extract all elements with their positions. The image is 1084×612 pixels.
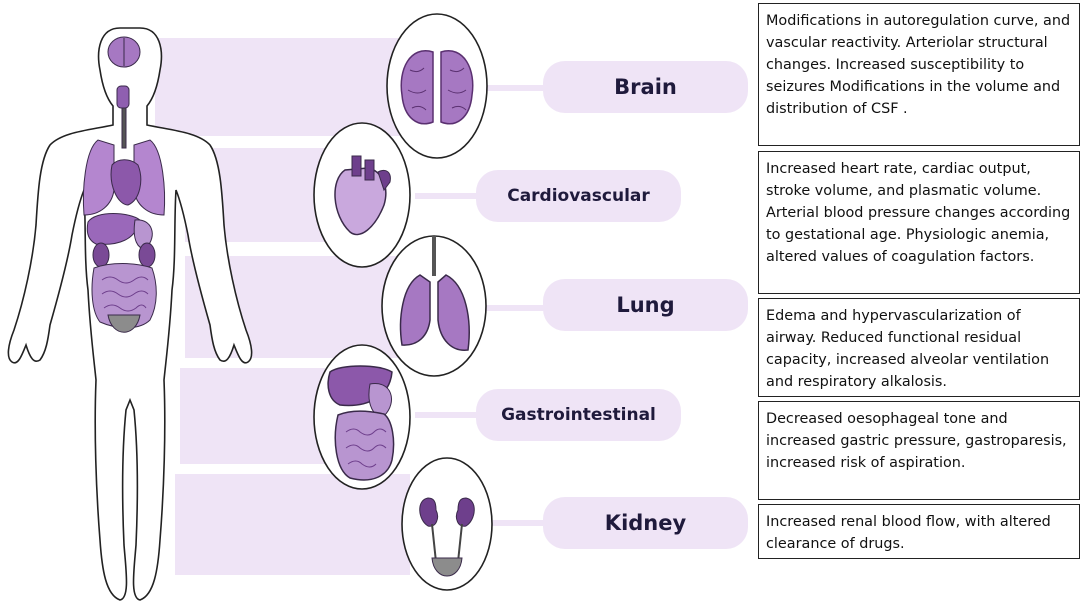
- lung-circle: [381, 235, 487, 377]
- pill-kidney: Kidney: [543, 497, 748, 549]
- desc-box-brain: Modifications in autoregulation curve, a…: [758, 3, 1080, 146]
- desc-gastrointestinal: Decreased oesophageal tone and increased…: [766, 411, 1067, 471]
- desc-box-gastrointestinal: Decreased oesophageal tone and increased…: [758, 401, 1080, 500]
- body-intestines-icon: [91, 263, 157, 329]
- body-right-kidney-icon: [138, 242, 156, 268]
- pill-gastrointestinal: Gastrointestinal: [476, 389, 681, 441]
- desc-cardiovascular: Increased heart rate, cardiac output, st…: [766, 161, 1071, 265]
- band-gastrointestinal: [180, 368, 325, 464]
- body-organs: [82, 36, 166, 333]
- pill-brain: Brain: [543, 61, 748, 113]
- lung-right-icon: [437, 274, 470, 351]
- body-heart-icon: [110, 159, 142, 206]
- gi-circle: [313, 344, 411, 490]
- body-left-kidney-icon: [92, 242, 110, 268]
- label-gastrointestinal: Gastrointestinal: [501, 405, 656, 425]
- band-kidney: [175, 474, 410, 575]
- desc-box-lung: Edema and hypervascularization of airway…: [758, 298, 1080, 397]
- band-brain: [155, 38, 400, 136]
- body-liver-icon: [86, 213, 141, 245]
- intestines-icon: [334, 410, 395, 481]
- label-cardiovascular: Cardiovascular: [507, 186, 650, 206]
- kidney-left-icon: [419, 497, 439, 527]
- brain-left-hemisphere-icon: [400, 50, 434, 125]
- body-left-lung-icon: [82, 139, 115, 216]
- desc-kidney: Increased renal blood flow, with altered…: [766, 514, 1051, 552]
- kidney-circle: [401, 457, 493, 591]
- brain-right-hemisphere-icon: [440, 50, 474, 125]
- lung-left-icon: [399, 274, 431, 346]
- desc-brain: Modifications in autoregulation curve, a…: [766, 13, 1071, 117]
- heart-circle: [313, 122, 411, 268]
- bladder-icon: [431, 557, 463, 577]
- desc-lung: Edema and hypervascularization of airway…: [766, 308, 1050, 390]
- kidney-right-icon: [455, 497, 475, 527]
- body-bladder-icon: [107, 314, 141, 333]
- pill-lung: Lung: [543, 279, 748, 331]
- pill-cardiovascular: Cardiovascular: [476, 170, 681, 222]
- label-brain: Brain: [614, 75, 677, 99]
- label-lung: Lung: [616, 293, 675, 317]
- label-kidney: Kidney: [604, 511, 687, 535]
- desc-box-kidney: Increased renal blood flow, with altered…: [758, 504, 1080, 559]
- brain-circle: [386, 13, 488, 159]
- desc-box-cardiovascular: Increased heart rate, cardiac output, st…: [758, 151, 1080, 294]
